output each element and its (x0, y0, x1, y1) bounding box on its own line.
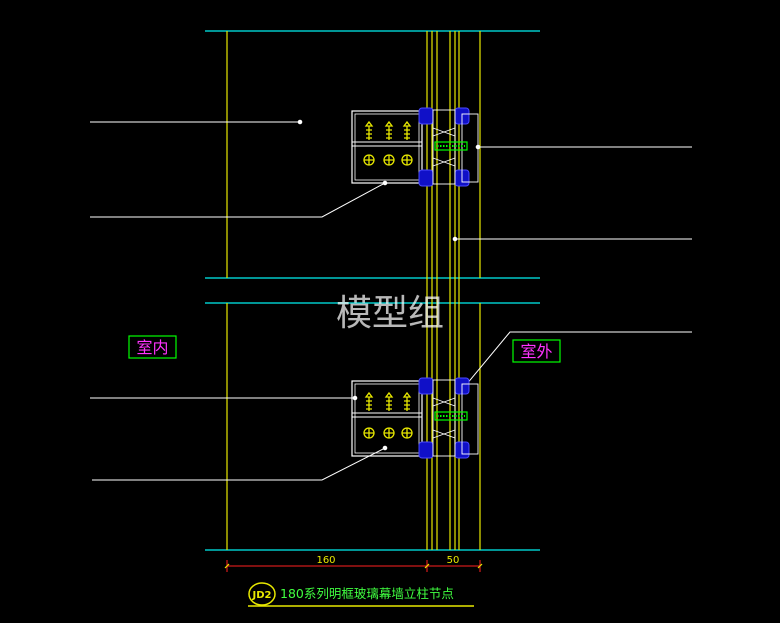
dimension-right: 50 (447, 555, 460, 566)
exterior-label-box (512, 339, 561, 363)
interior-label-box (128, 335, 177, 359)
interior-label: 室内 (136, 338, 168, 357)
detail-badge (248, 582, 276, 606)
drawing-title: 180系列明框玻璃幕墙立柱节点 (280, 586, 454, 601)
exterior-label: 室外 (520, 342, 552, 361)
mullion-detail-lower (351, 377, 479, 459)
vertical-profile-lines (226, 31, 481, 550)
detail-badge-text: JD2 (252, 590, 272, 601)
leader-lines (90, 119, 692, 481)
dimension-left: 160 (316, 555, 335, 566)
watermark: 模型组 (336, 293, 444, 334)
mullion-detail-upper (351, 107, 479, 187)
dimension-line (226, 560, 481, 572)
